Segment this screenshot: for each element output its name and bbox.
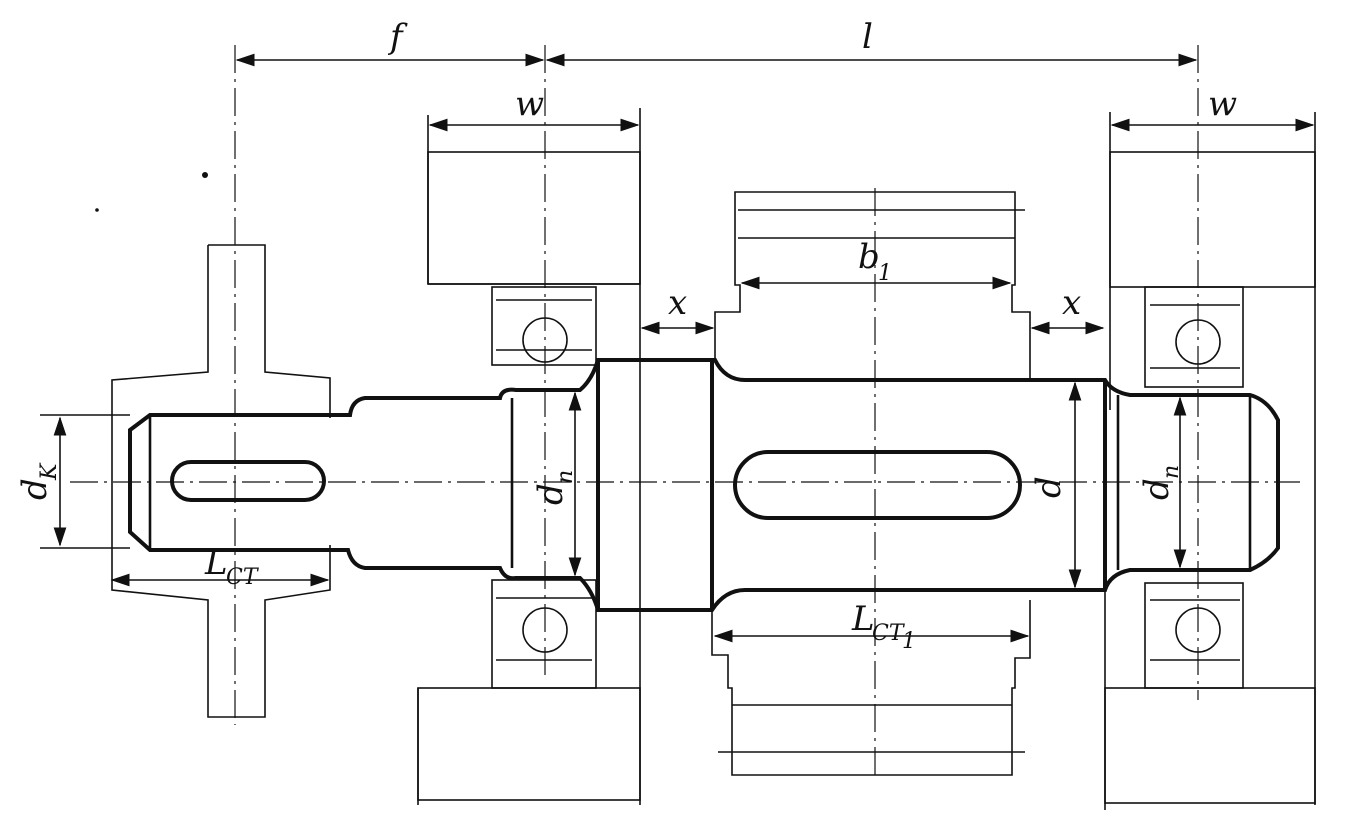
gear-wheel bbox=[711, 191, 1031, 776]
right-housing-wall bbox=[1104, 112, 1316, 810]
label-f: f bbox=[387, 17, 408, 57]
svg-text:1: 1 bbox=[878, 261, 892, 286]
svg-text:n: n bbox=[1159, 465, 1184, 479]
svg-text:d: d bbox=[15, 478, 55, 500]
svg-text:b: b bbox=[858, 237, 880, 277]
svg-text:n: n bbox=[553, 470, 578, 484]
left-housing-wall bbox=[417, 108, 641, 805]
keyway-coupling bbox=[170, 460, 326, 502]
dimension-lines bbox=[40, 53, 1315, 643]
right-bearing bbox=[1144, 286, 1244, 689]
label-x-right: x bbox=[1062, 283, 1081, 323]
label-d: d bbox=[1029, 476, 1069, 498]
label-dk: d K bbox=[15, 462, 62, 500]
svg-text:1: 1 bbox=[902, 629, 916, 654]
svg-text:K: K bbox=[37, 462, 62, 481]
half-coupling bbox=[111, 244, 331, 718]
label-l: l bbox=[862, 17, 873, 57]
svg-text:L: L bbox=[204, 543, 228, 583]
svg-text:d: d bbox=[531, 483, 571, 505]
keyway-gear bbox=[733, 450, 1022, 520]
svg-text:CT: CT bbox=[872, 621, 906, 646]
label-w-right: w bbox=[1208, 84, 1237, 124]
left-bearing bbox=[491, 286, 597, 689]
label-lct: L CT bbox=[204, 543, 260, 590]
label-w-left: w bbox=[515, 84, 544, 124]
svg-text:d: d bbox=[1137, 478, 1177, 500]
speck bbox=[95, 208, 99, 212]
speck bbox=[202, 172, 208, 178]
label-dn-left: d n bbox=[531, 470, 578, 505]
centerlines bbox=[70, 45, 1300, 780]
label-lct1: L CT 1 bbox=[851, 599, 916, 654]
label-dn-right: d n bbox=[1137, 465, 1184, 500]
svg-text:d: d bbox=[1029, 476, 1069, 498]
label-x-left: x bbox=[668, 283, 687, 323]
shaft bbox=[128, 358, 1280, 612]
svg-text:L: L bbox=[851, 599, 875, 639]
svg-text:CT: CT bbox=[226, 565, 260, 590]
label-b1: b 1 bbox=[858, 237, 892, 286]
